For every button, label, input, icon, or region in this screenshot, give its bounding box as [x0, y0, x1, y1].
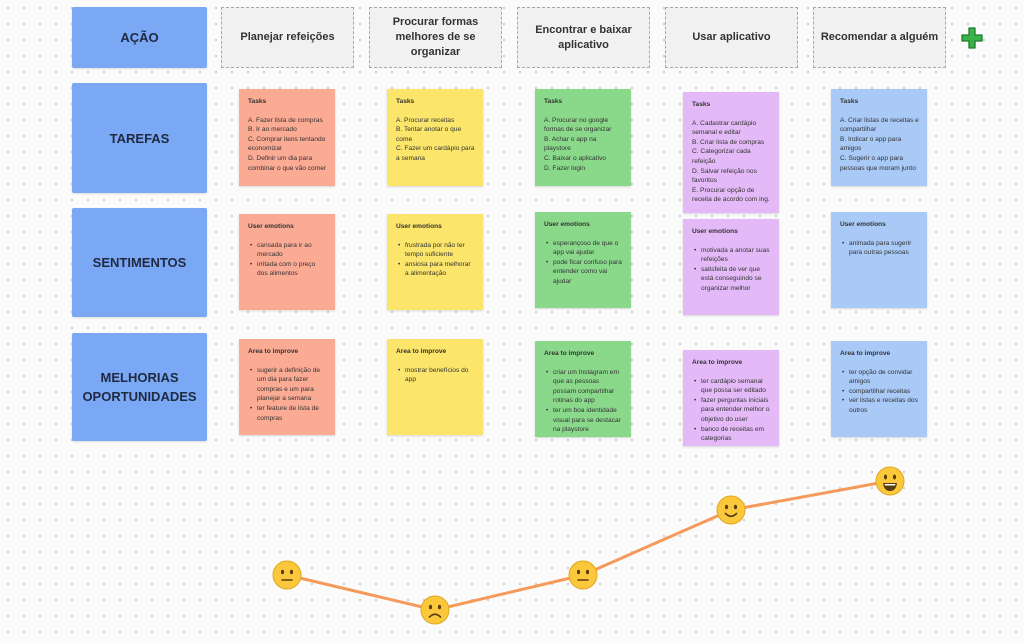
emotion-note[interactable]: User emotions frustrada por não ter temp… — [387, 214, 483, 310]
task-item: D. Definir um dia para combinar o que vã… — [248, 154, 327, 172]
task-item: A. Procurar no google formas de se organ… — [544, 116, 612, 134]
emotion-item: esperançoso de que o app vai ajudar — [544, 239, 623, 258]
stage-header-usar[interactable]: Usar aplicativo — [665, 7, 798, 68]
improvement-item: criar um Instagram em que as pessoas pos… — [544, 368, 623, 406]
journey-path — [285, 479, 892, 612]
task-item: A. Fazer lista de compras — [248, 116, 323, 124]
task-item: C. Baixar o aplicativo — [544, 154, 606, 162]
task-item: A. Cadastrar cardápio semanal e editar — [692, 119, 757, 137]
emotion-item: cansada para ir ao mercado — [248, 241, 327, 260]
improvement-note[interactable]: Area to improve ter opção de convidar am… — [831, 341, 927, 437]
emotion-note[interactable]: User emotions animada para sugerir para … — [831, 212, 927, 308]
row-label-acao: AÇÃO — [72, 7, 207, 68]
emotion-item: frustrada por não ter tempo suficiente — [396, 241, 475, 260]
emotion-note[interactable]: User emotions cansada para ir ao mercado… — [239, 214, 335, 310]
row-label-tarefas: TAREFAS — [72, 83, 207, 193]
emotion-note[interactable]: User emotions esperançoso de que o app v… — [535, 212, 631, 308]
emotion-item: pode ficar confuso para entender como va… — [544, 258, 623, 287]
improvement-item: ter feature de lista de compras — [248, 404, 327, 423]
improvement-item: mostrar benefícios do app — [396, 366, 475, 385]
task-item: C. Categorizar cada refeição — [692, 148, 751, 165]
stage-header-encontrar[interactable]: Encontrar e baixar aplicativo — [517, 7, 650, 68]
task-note[interactable]: Tasks A. Procurar receitas B. Tentar ano… — [387, 89, 483, 186]
task-item: A. Criar listas de receitas e compartilh… — [840, 116, 919, 134]
task-item: B. Tentar anotar o que come — [396, 126, 462, 143]
improvement-item: ter opção de convidar amigos — [840, 368, 919, 387]
improvement-item: ter cardápio semanal que possa ser edita… — [692, 377, 771, 396]
task-item: B. Criar lista de compras — [692, 138, 765, 146]
stage-header-procurar[interactable]: Procurar formas melhores de se organizar — [369, 7, 502, 68]
improvement-note[interactable]: Area to improve criar um Instagram em qu… — [535, 341, 631, 437]
stage-header-recomendar[interactable]: Recomendar a alguém — [813, 7, 946, 68]
stage-header-planejar[interactable]: Planejar refeições — [221, 7, 354, 68]
improvement-item: sugerir a definição de um dia para fazer… — [248, 366, 327, 404]
task-item: D. Salvar refeição nos favoritos — [692, 167, 757, 185]
emotion-item: animada para sugerir para outras pessoas — [840, 239, 919, 258]
task-item: C. Fazer um cardápio para a semana — [396, 145, 475, 162]
task-item: E. Procurar opção de receita de acordo c… — [692, 186, 770, 204]
emotion-note[interactable]: User emotions motivada a anotar suas ref… — [683, 219, 779, 315]
improvement-item: ver listas e receitas dos outros — [840, 396, 919, 415]
task-item: C. Comprar itens tentando economizar — [248, 135, 326, 153]
task-note[interactable]: Tasks A. Procurar no google formas de se… — [535, 89, 631, 186]
task-item: B. Achar o app na playstore — [544, 135, 597, 153]
improvement-item: banco de receitas em categorias — [692, 425, 771, 444]
row-label-sentimentos: SENTIMENTOS — [72, 208, 207, 317]
improvement-note[interactable]: Area to improve sugerir a definição de u… — [239, 339, 335, 435]
improvement-note[interactable]: Area to improve mostrar benefícios do ap… — [387, 339, 483, 435]
emotion-item: irritada com o preço dos alimentos — [248, 260, 327, 279]
improvement-item: compartilhar receitas — [840, 387, 919, 397]
smiling-face-icon — [716, 495, 746, 525]
neutral-face-icon — [272, 560, 302, 590]
task-note[interactable]: Tasks A. Cadastrar cardápio semanal e ed… — [683, 92, 779, 213]
task-item: C. Sugerir o app para pessoas que moram … — [840, 154, 916, 172]
task-item: B. Indicar o app para amigos — [840, 135, 902, 153]
plus-icon[interactable] — [961, 27, 983, 49]
task-item: D. Fazer login — [544, 164, 586, 172]
emotion-item: satisfeita de ver que está conseguindo s… — [692, 265, 771, 294]
task-note[interactable]: Tasks A. Criar listas de receitas e comp… — [831, 89, 927, 186]
task-note[interactable]: Tasks A. Fazer lista de compras B. Ir ao… — [239, 89, 335, 186]
task-item: B. Ir ao mercado — [248, 126, 297, 134]
grinning-face-icon — [875, 466, 905, 496]
improvement-note[interactable]: Area to improve ter cardápio semanal que… — [683, 350, 779, 446]
task-item: A. Procurar receitas — [396, 116, 455, 124]
improvement-item: fazer perguntas iniciais para entender m… — [692, 396, 771, 425]
emotion-item: motivada a anotar suas refeições — [692, 246, 771, 265]
row-label-melhorias: MELHORIAS OPORTUNIDADES — [72, 333, 207, 441]
emotion-item: ansiosa para melhorar a alimentação — [396, 260, 475, 279]
neutral-face-icon — [568, 560, 598, 590]
improvement-item: ter um boa identidade visual para se des… — [544, 406, 623, 435]
sad-face-icon — [420, 595, 450, 625]
